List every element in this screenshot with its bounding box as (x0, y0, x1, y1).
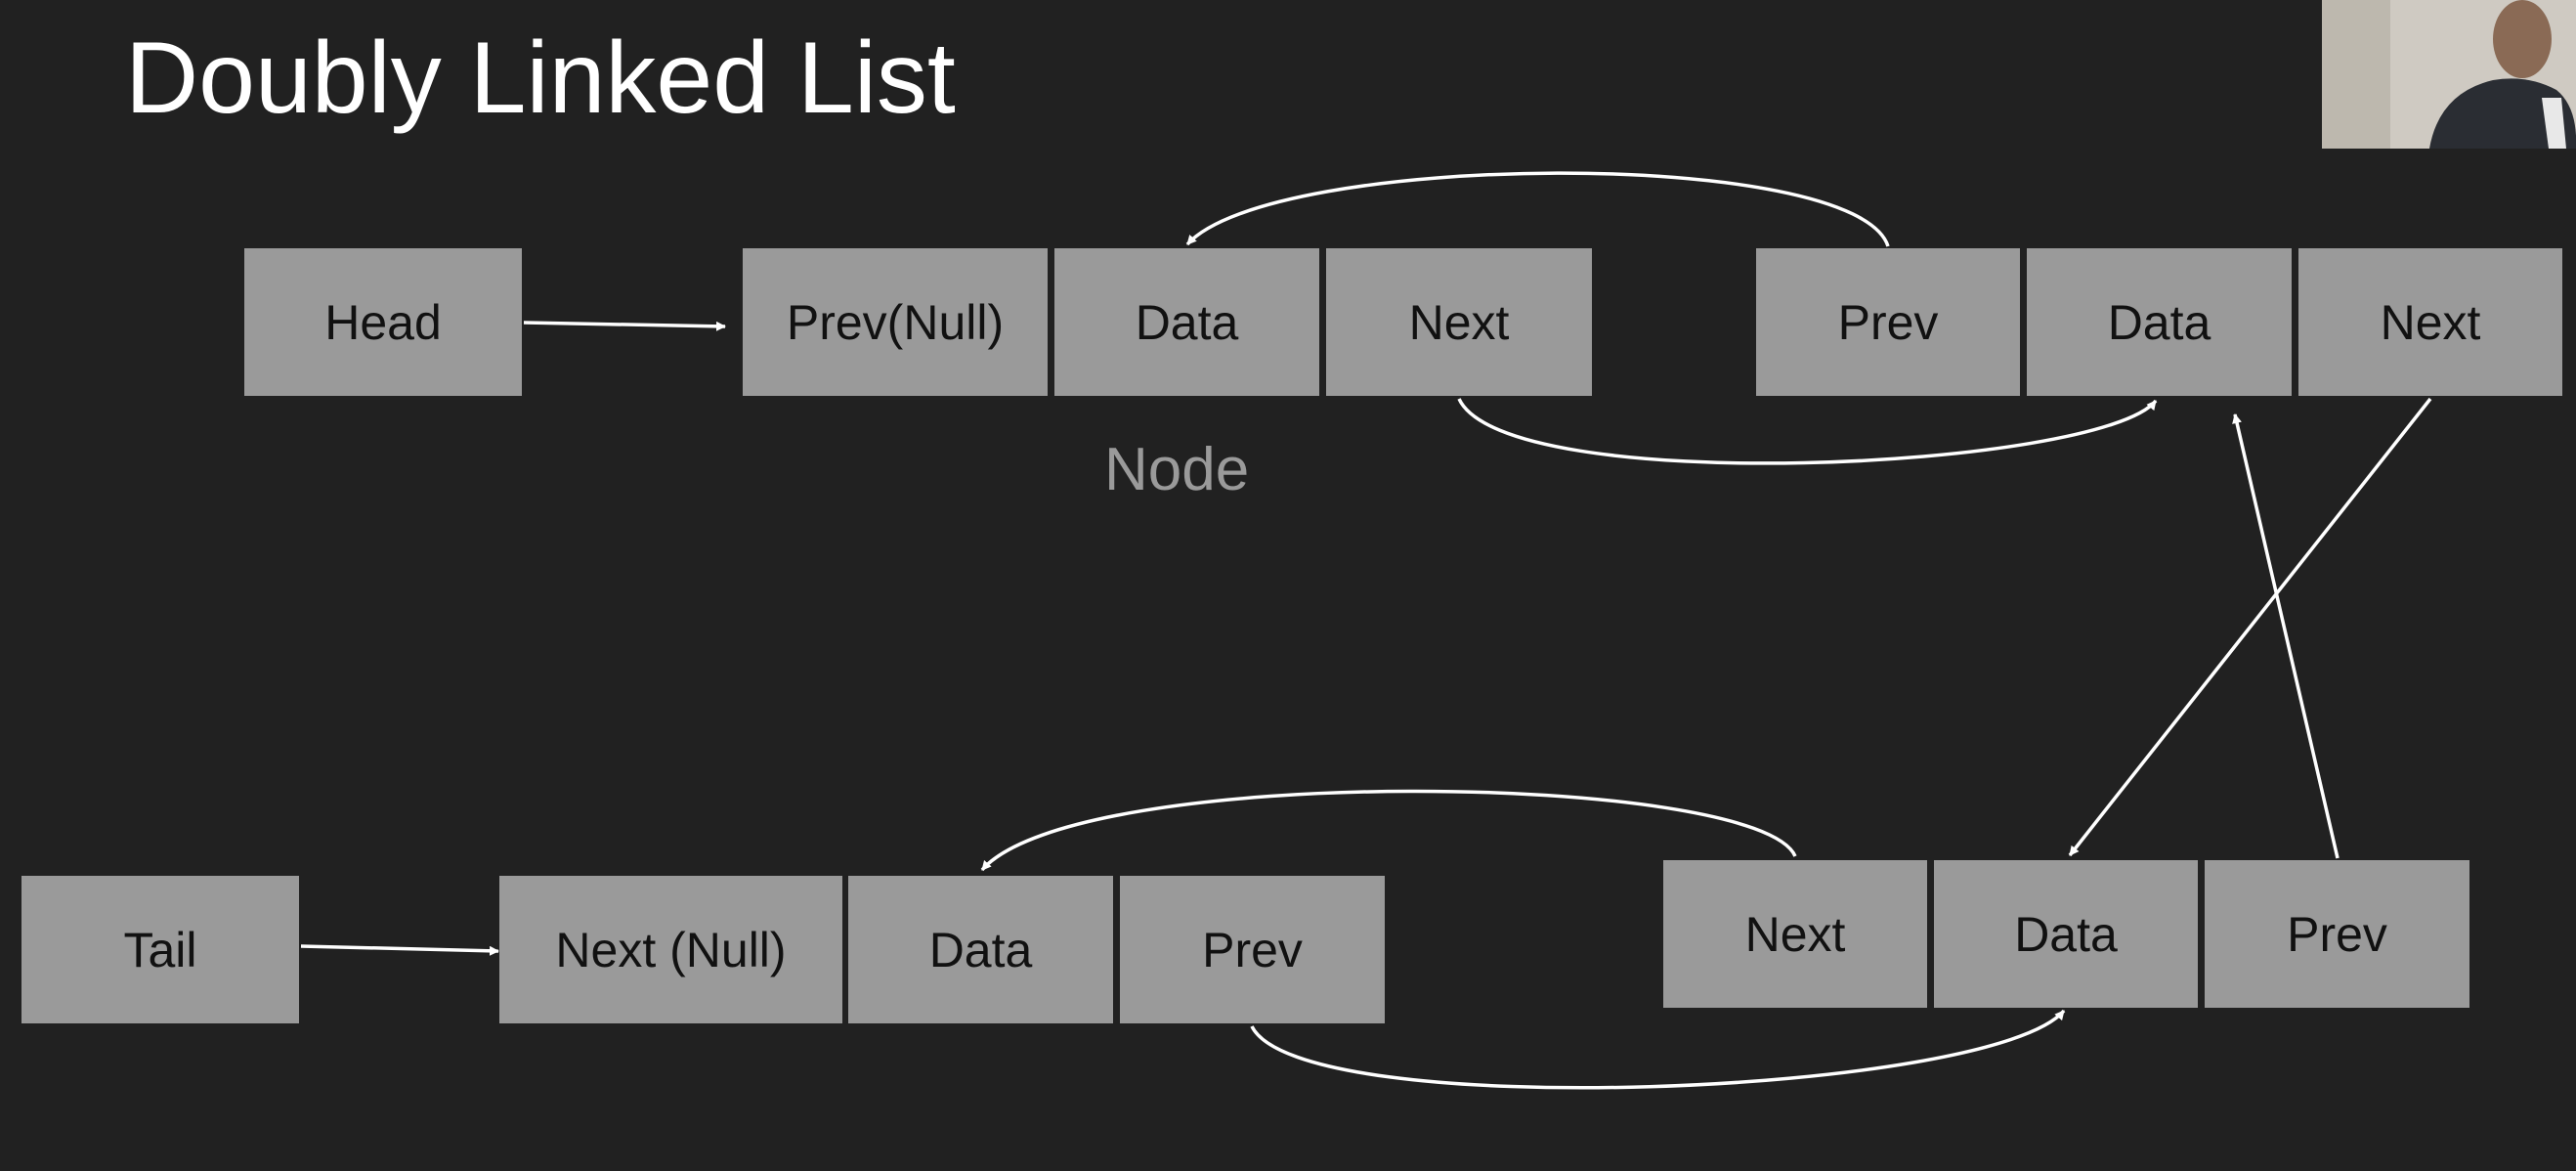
node3-next-to-node4-arrow (980, 789, 1797, 872)
node1-next-cell: Next (1326, 248, 1592, 396)
node2-data-cell: Data (2027, 248, 2292, 396)
node3-next-cell: Next (1663, 860, 1927, 1008)
head-pointer-box: Head (244, 248, 522, 396)
node3-data-cell: Data (1934, 860, 2198, 1008)
node1-next-to-node2-arrow (1457, 398, 2158, 465)
presenter-webcam-thumbnail (2322, 0, 2576, 149)
node1-data-cell: Data (1054, 248, 1319, 396)
node2-prev-cell: Prev (1756, 248, 2020, 396)
head-to-node1-arrow (523, 321, 726, 331)
node4-prev-to-node3-arrow (1250, 1009, 2066, 1090)
slide-title: Doubly Linked List (125, 22, 956, 135)
presenter-silhouette (2322, 0, 2576, 149)
node2-prev-to-node1-arrow (1185, 171, 1890, 247)
node1-prev-cell: Prev(Null) (743, 248, 1048, 396)
node4-next-cell: Next (Null) (499, 876, 842, 1023)
node2-next-cell: Next (2298, 248, 2562, 396)
node2-next-to-node3-arrow (2068, 397, 2432, 857)
tail-to-node4-arrow (300, 944, 499, 956)
node4-prev-cell: Prev (1120, 876, 1385, 1023)
node3-prev-to-node2-arrow (2232, 413, 2340, 859)
tail-pointer-box: Tail (21, 876, 299, 1023)
node-caption: Node (1104, 436, 1250, 503)
node3-prev-cell: Prev (2205, 860, 2469, 1008)
node4-data-cell: Data (848, 876, 1113, 1023)
